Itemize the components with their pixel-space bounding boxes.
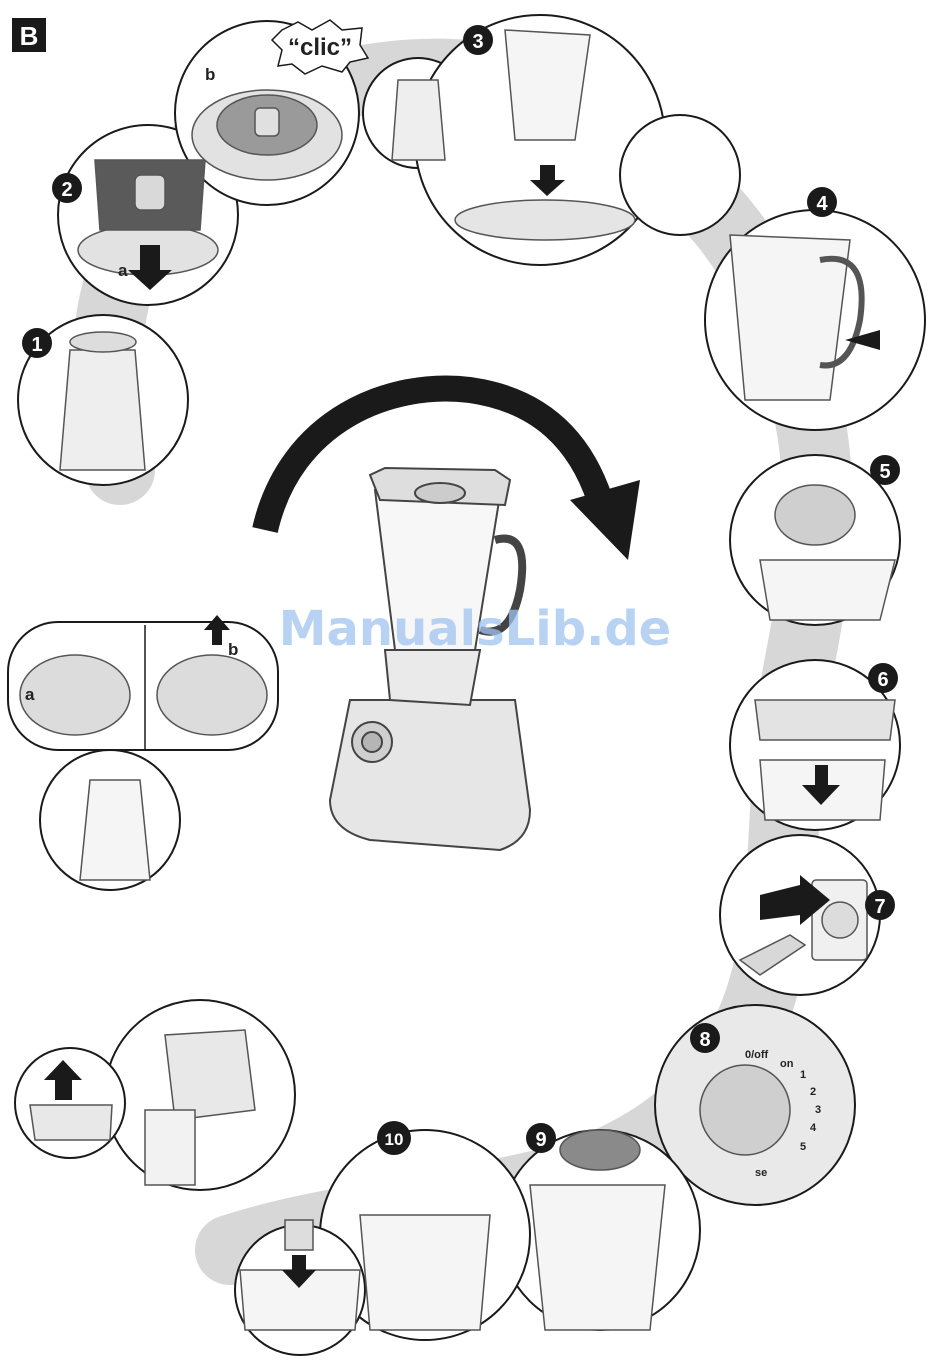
circle-lid-lift [15,1048,125,1158]
svg-text:2: 2 [61,179,72,201]
badge-step-8: 8 [690,1023,720,1053]
svg-text:5: 5 [879,461,890,483]
circle-step-3-zoom [620,115,740,235]
badge-step-4: 4 [807,187,837,217]
label-a-step2: a [118,261,128,280]
badge-step-6: 6 [868,663,898,693]
dial-on-label: on [780,1058,794,1070]
dial-pulse-label: se [755,1167,767,1179]
badge-step-10: 10 [377,1121,411,1155]
svg-text:7: 7 [874,896,885,918]
svg-text:B: B [20,21,39,51]
curved-arrow-head [570,480,640,560]
dial-speed-4: 4 [810,1122,817,1134]
badge-step-9: 9 [526,1123,556,1153]
central-blender [330,468,530,850]
label-b-removal: b [228,640,238,659]
section-badge: B [12,18,46,52]
badge-step-3: 3 [463,25,493,55]
svg-text:4: 4 [816,193,828,215]
dial-speed-1: 1 [800,1069,806,1081]
badge-step-2: 2 [52,173,82,203]
badge-step-1: 1 [22,328,52,358]
dial-speed-2: 2 [810,1086,816,1098]
badge-step-7: 7 [865,890,895,920]
dial-speed-5: 5 [800,1141,806,1153]
svg-text:“clic”: “clic” [288,34,352,61]
label-b-clic: b [205,65,215,84]
dial-speed-3: 3 [815,1104,821,1116]
label-a-removal: a [25,685,35,704]
svg-text:3: 3 [472,31,483,53]
svg-text:1: 1 [31,334,42,356]
svg-text:6: 6 [877,669,888,691]
dial-off-label: 0/off [745,1049,769,1061]
svg-text:9: 9 [535,1129,546,1151]
svg-text:8: 8 [699,1029,710,1051]
badge-step-5: 5 [870,455,900,485]
svg-text:10: 10 [385,1130,404,1149]
watermark: ManualsLib.de [279,601,671,657]
